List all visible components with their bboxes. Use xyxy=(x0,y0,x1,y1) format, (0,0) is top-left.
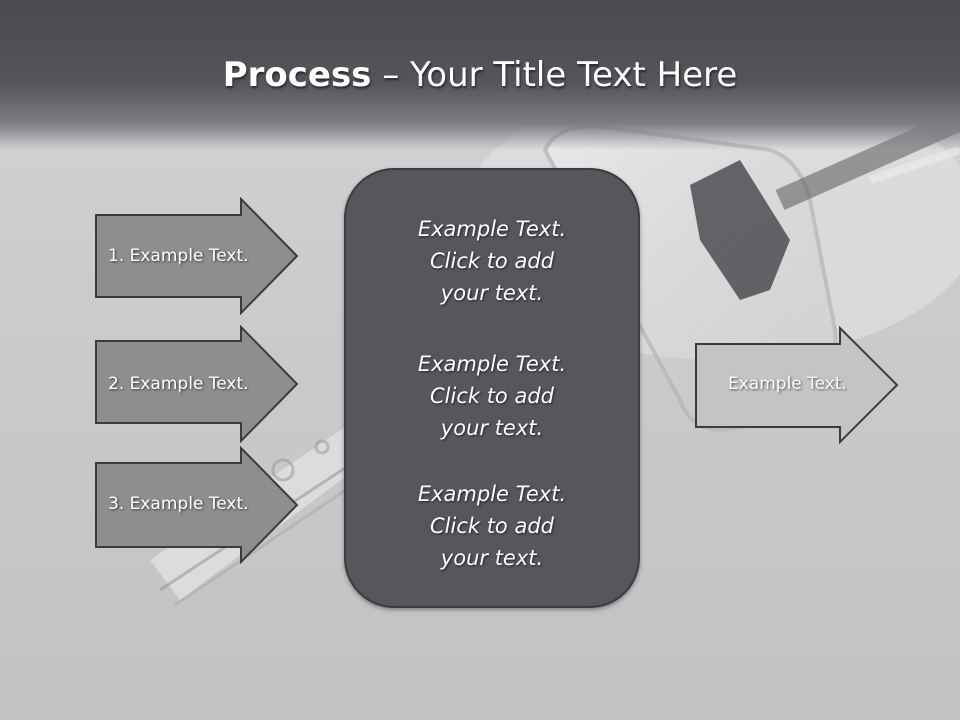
arrow-label: 2. Example Text. xyxy=(108,374,249,394)
center-text-block-2: Example Text. Click to add your text. xyxy=(346,348,638,444)
left-arrow-3[interactable]: 3. Example Text. xyxy=(94,446,300,564)
left-arrow-2[interactable]: 2. Example Text. xyxy=(94,325,300,443)
center-text-box[interactable]: Example Text. Click to add your text. Ex… xyxy=(344,168,640,608)
left-arrow-1[interactable]: 1. Example Text. xyxy=(94,197,300,315)
arrow-shape xyxy=(95,325,299,443)
arrow-shape xyxy=(695,326,899,444)
center-line: Click to add xyxy=(429,384,554,408)
arrow-shape xyxy=(95,197,299,315)
title-rest-part: – Your Title Text Here xyxy=(371,55,738,95)
arrow-label: 1. Example Text. xyxy=(108,246,249,266)
center-text-block-3: Example Text. Click to add your text. xyxy=(346,478,638,574)
arrow-shape xyxy=(95,446,299,564)
right-arrow[interactable]: Example Text. xyxy=(694,326,900,444)
center-line: Example Text. xyxy=(417,482,567,506)
arrow-label: Example Text. xyxy=(728,374,847,394)
center-line: your text. xyxy=(440,416,544,440)
slide-title: Process – Your Title Text Here xyxy=(0,50,960,100)
center-line: Example Text. xyxy=(417,217,567,241)
center-line: Click to add xyxy=(429,249,554,273)
center-line: your text. xyxy=(440,546,544,570)
center-line: Click to add xyxy=(429,514,554,538)
center-text-block-1: Example Text. Click to add your text. xyxy=(346,213,638,309)
arrow-label: 3. Example Text. xyxy=(108,494,249,514)
title-bold-part: Process xyxy=(222,55,372,95)
title-bar xyxy=(0,0,960,150)
center-line: Example Text. xyxy=(417,352,567,376)
center-line: your text. xyxy=(440,281,544,305)
